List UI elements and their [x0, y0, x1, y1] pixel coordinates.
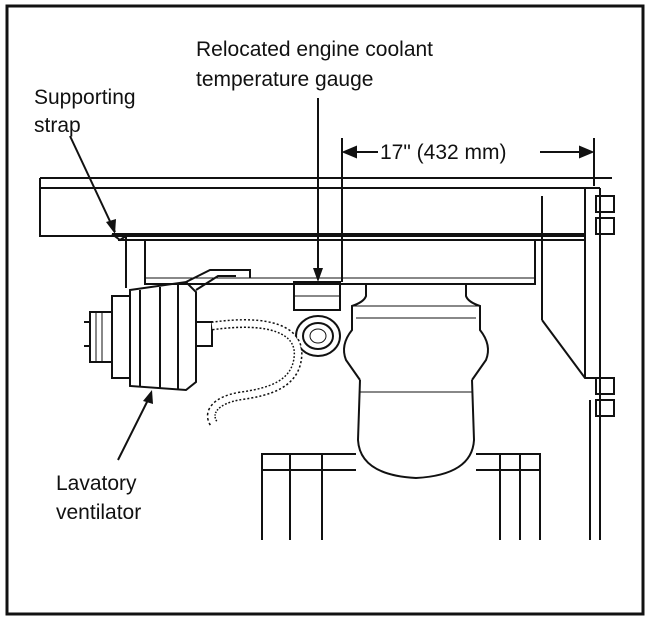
- central-column: [261, 284, 541, 540]
- leader-lines: [69, 98, 319, 461]
- label-supporting-strap-line2: strap: [34, 114, 81, 137]
- label-gauge-line1: Relocated engine coolant: [196, 38, 433, 61]
- dimension-17in: [341, 138, 595, 282]
- arrow-strap: [106, 219, 116, 234]
- label-ventilator-line2: ventilator: [56, 501, 141, 524]
- arrow-gauge: [313, 268, 323, 282]
- label-dimension: 17" (432 mm): [380, 141, 507, 164]
- label-ventilator-line1: Lavatory: [56, 472, 137, 495]
- label-supporting-strap-line1: Supporting: [34, 86, 136, 109]
- arrow-ventilator: [143, 390, 153, 404]
- label-gauge-line2: temperature gauge: [196, 68, 373, 91]
- lavatory-ventilator-unit: [84, 233, 303, 427]
